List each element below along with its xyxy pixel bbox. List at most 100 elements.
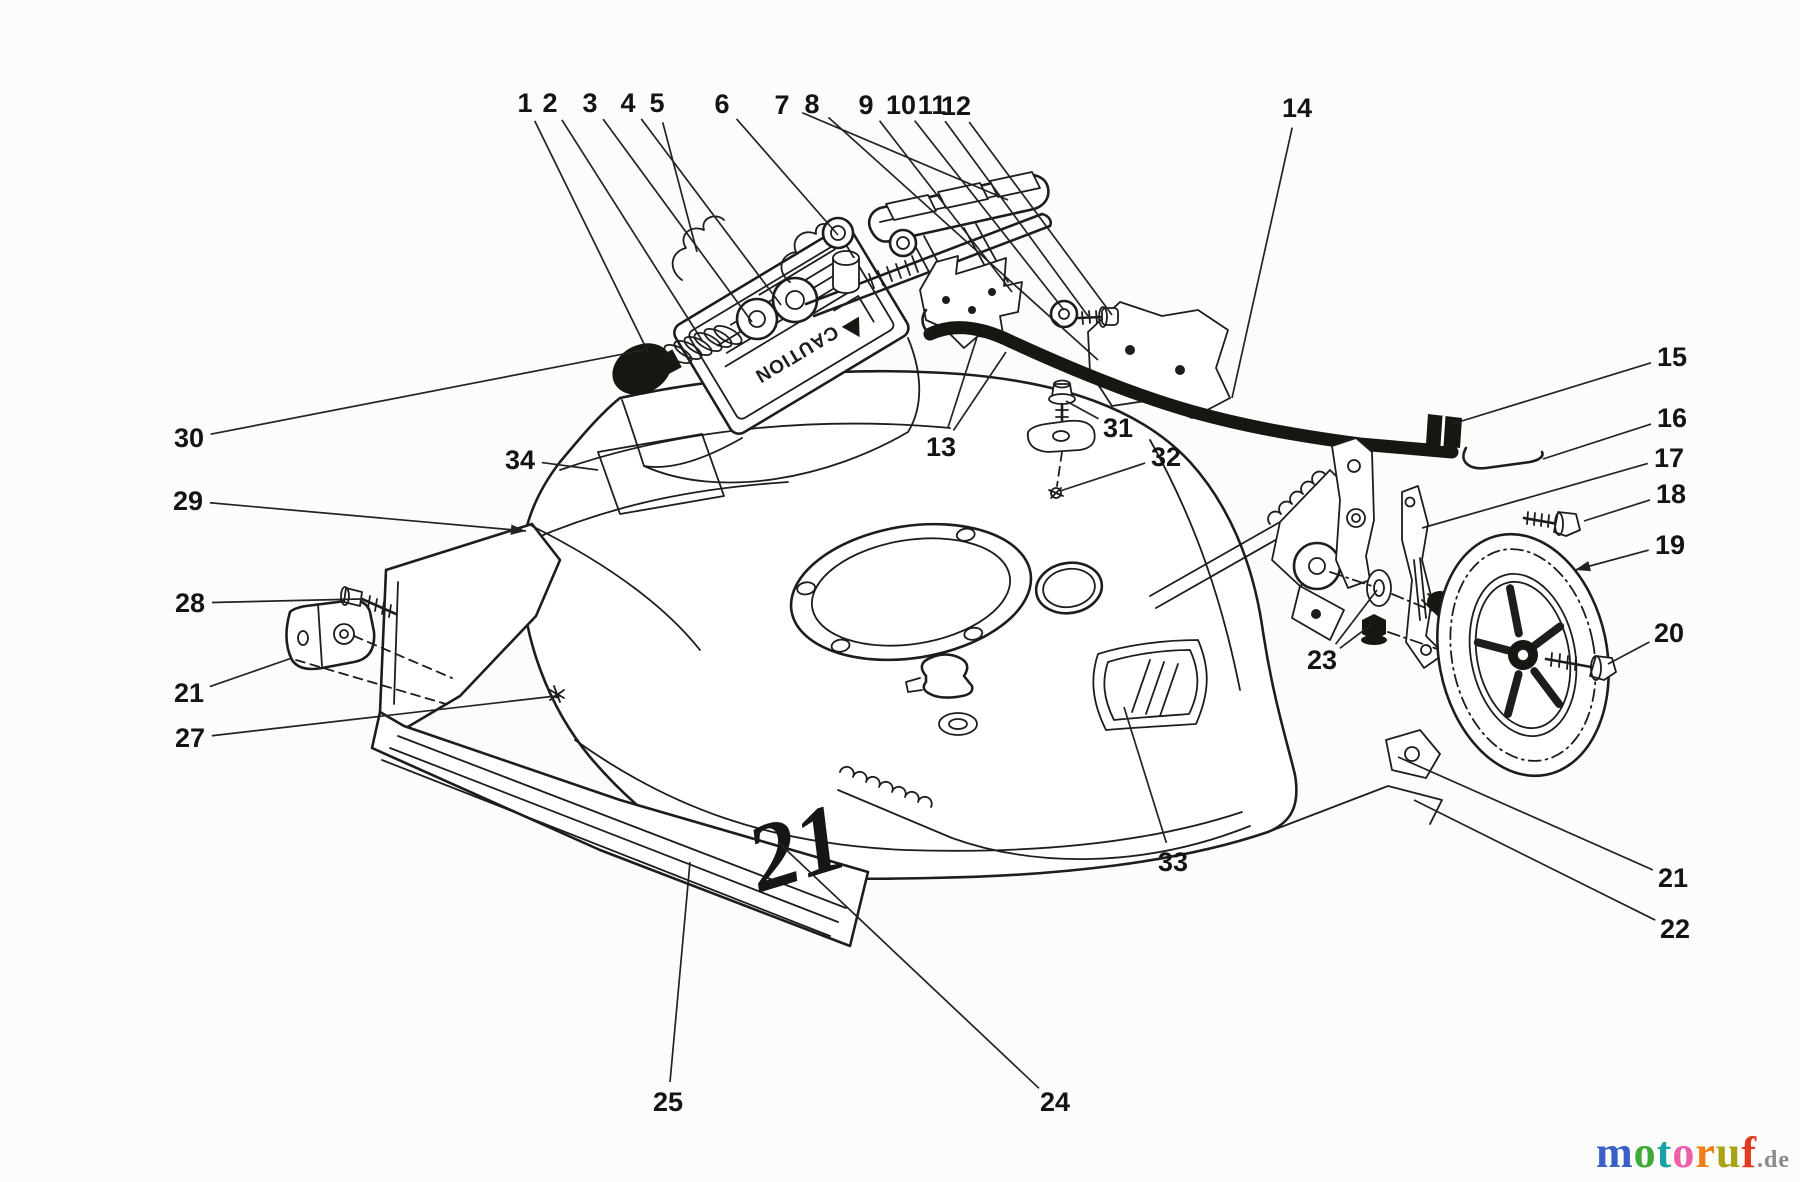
leader-line — [944, 120, 1089, 317]
callout-21: 21 — [1658, 863, 1688, 893]
leader-line — [1065, 400, 1099, 420]
callout-32: 32 — [1151, 442, 1181, 472]
left-bracket-assembly — [285, 586, 565, 705]
watermark-letter: m — [1596, 1128, 1634, 1177]
warning-decal — [1092, 639, 1208, 731]
watermark-letter: f — [1741, 1128, 1757, 1177]
callout-2: 2 — [542, 88, 557, 118]
wheel — [1436, 511, 1617, 778]
leader-line — [801, 111, 1009, 201]
control-washers — [735, 276, 819, 341]
arrowhead — [1575, 561, 1591, 572]
callout-6: 6 — [714, 89, 729, 119]
callout-34: 34 — [505, 445, 535, 475]
leader-line — [878, 120, 1013, 293]
callout-33: 33 — [1158, 847, 1188, 877]
leader-line — [1542, 423, 1652, 460]
leader-line — [640, 118, 782, 306]
leader-line — [561, 119, 704, 343]
leader-line — [209, 657, 293, 688]
leader-line — [952, 351, 1007, 431]
leader-line — [1413, 799, 1656, 921]
leader-line — [211, 598, 361, 604]
deck-apron-skirt — [370, 710, 870, 948]
callout-21: 21 — [174, 678, 204, 708]
callout-5: 5 — [649, 88, 664, 118]
leader-line — [541, 461, 599, 471]
leader-line — [1123, 706, 1168, 844]
primer-cap — [905, 653, 978, 736]
watermark-letters: motoruf — [1596, 1128, 1757, 1177]
leader-line — [1397, 756, 1654, 871]
leader-line — [1421, 462, 1649, 529]
lower-handle-rod — [921, 308, 1544, 470]
throttle-knob — [612, 343, 682, 395]
callout-12: 12 — [941, 91, 971, 121]
watermark-letter: o — [1633, 1128, 1657, 1177]
leader-line — [1607, 641, 1650, 665]
leader-line — [735, 118, 839, 236]
callout-22: 22 — [1660, 914, 1690, 944]
watermark-letter: r — [1695, 1128, 1716, 1177]
callout-31: 31 — [1103, 413, 1133, 443]
callout-20: 20 — [1654, 618, 1684, 648]
callout-1: 1 — [517, 88, 532, 118]
leader-line — [210, 349, 645, 436]
leader-line — [947, 333, 979, 429]
callout-29: 29 — [173, 486, 203, 516]
watermark-letter: u — [1715, 1128, 1742, 1177]
leader-line — [968, 121, 1113, 316]
callout-4: 4 — [620, 88, 635, 118]
callout-24: 24 — [1040, 1087, 1070, 1117]
watermark-letter: o — [1672, 1128, 1696, 1177]
leader-line — [1583, 499, 1651, 522]
callout-19: 19 — [1655, 530, 1685, 560]
leader-line — [602, 118, 753, 323]
callout-13: 13 — [926, 432, 956, 462]
model-decal — [597, 433, 725, 515]
callout-23: 23 — [1307, 645, 1337, 675]
deck-mount-bolt — [1026, 379, 1096, 499]
leader-line — [827, 116, 1099, 361]
discharge-chute — [378, 522, 701, 730]
leader-line — [533, 120, 649, 353]
cable-clip — [549, 685, 565, 703]
callout-30: 30 — [174, 423, 204, 453]
leader-line — [661, 122, 698, 253]
shoulder-bolt — [1522, 511, 1581, 537]
callout-17: 17 — [1654, 443, 1684, 473]
callout-8: 8 — [804, 89, 819, 119]
side-adapter-ring — [1034, 561, 1104, 615]
callout-7: 7 — [774, 90, 789, 120]
wheel-spokes — [1473, 584, 1565, 718]
leader-line — [669, 861, 691, 1083]
watermark-letter: t — [1656, 1128, 1673, 1177]
watermark-suffix: .de — [1757, 1147, 1790, 1173]
watermark-motoruf: motoruf.de — [1596, 1127, 1790, 1178]
handle-pad — [885, 194, 937, 221]
leader-line — [914, 120, 1065, 311]
leader-line — [1451, 362, 1652, 425]
callout-25: 25 — [653, 1087, 683, 1117]
engine-mount-ring — [789, 522, 1033, 662]
leader-line — [1231, 127, 1294, 399]
leader-line — [1339, 623, 1373, 649]
leader-line — [209, 501, 527, 532]
callout-3: 3 — [582, 88, 597, 118]
callout-11: 11 — [918, 90, 947, 120]
leader-line — [211, 695, 557, 737]
callout-27: 27 — [175, 723, 205, 753]
leader-line — [777, 841, 1040, 1089]
axle-bolt — [1544, 652, 1617, 681]
callout-10: 10 — [886, 90, 916, 120]
leader-line — [1059, 462, 1146, 492]
bracket-bolt — [340, 586, 398, 618]
callout-15: 15 — [1657, 342, 1687, 372]
callout-9: 9 — [858, 90, 873, 120]
deck-screw — [1048, 487, 1064, 499]
callout-14: 14 — [1282, 93, 1312, 123]
callout-18: 18 — [1656, 479, 1686, 509]
